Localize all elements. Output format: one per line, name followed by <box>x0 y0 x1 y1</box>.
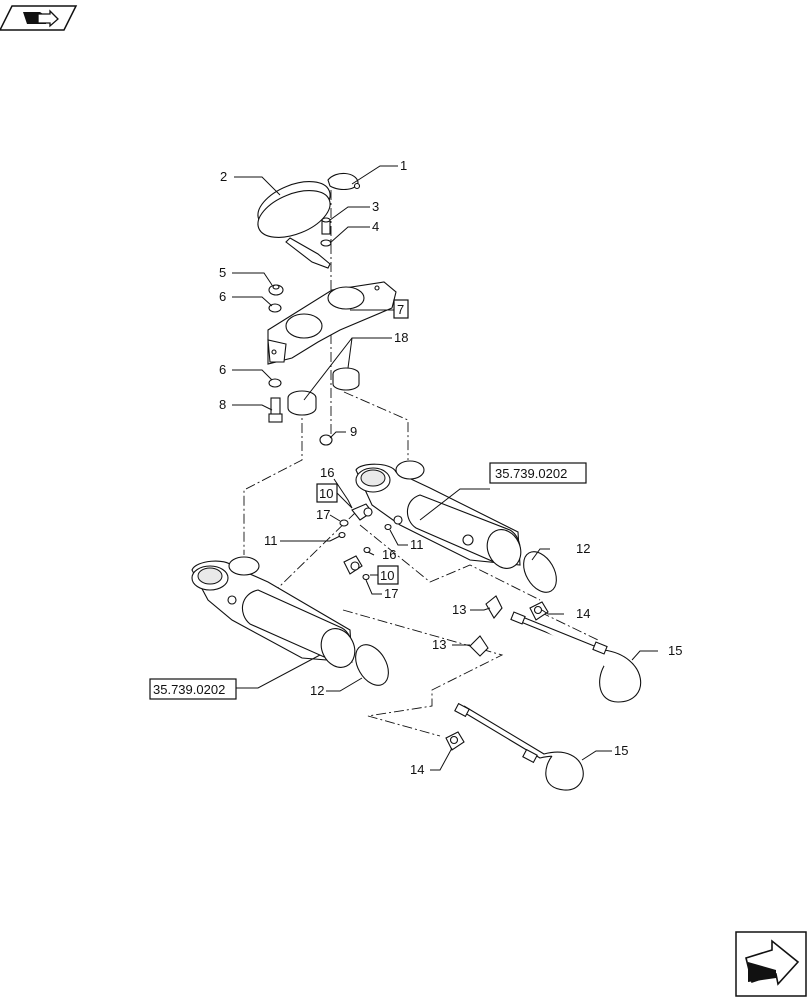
callout-13-upper: 13 <box>452 602 466 617</box>
part-4-washer <box>320 239 332 247</box>
callout-2: 2 <box>220 169 227 184</box>
callout-6-bottom: 6 <box>219 362 226 377</box>
part-18-bushing-right <box>332 367 360 391</box>
callout-8: 8 <box>219 397 226 412</box>
part-10-elbow-fitting-lower <box>343 555 363 575</box>
callout-10-box-lower[interactable]: 10 <box>377 565 399 585</box>
part-13-clip-upper <box>485 595 503 619</box>
callout-15-left: 15 <box>614 743 628 758</box>
next-page-arrow-icon[interactable] <box>735 931 807 997</box>
svg-text:7: 7 <box>397 302 404 317</box>
part-16-seal-lower <box>363 546 371 554</box>
part-12-clamp-left <box>355 644 389 686</box>
part-11-plug-left <box>338 531 346 539</box>
callout-12-right: 12 <box>576 541 590 556</box>
part-9-nut <box>319 434 333 446</box>
callout-labels: 1 2 3 4 5 6 6 8 9 18 16 17 11 11 16 17 1… <box>219 158 682 777</box>
callout-10-box-upper[interactable]: 10 <box>316 483 338 503</box>
callout-17-lower: 17 <box>384 586 398 601</box>
callout-17-upper: 17 <box>316 507 330 522</box>
reference-link-right[interactable]: 35.739.0202 <box>489 462 587 484</box>
callout-6-top: 6 <box>219 289 226 304</box>
part-12-clamp-right <box>523 551 557 593</box>
svg-text:10: 10 <box>319 486 333 501</box>
callout-15-right: 15 <box>668 643 682 658</box>
callout-14-left: 14 <box>410 762 424 777</box>
part-14-elbow-left <box>445 731 465 751</box>
part-7-bracket <box>267 281 397 365</box>
part-17-seal-lower <box>362 573 370 581</box>
part-6-washer-bottom <box>268 378 282 388</box>
callout-11-right: 11 <box>410 537 424 552</box>
callout-14-right: 14 <box>576 606 590 621</box>
callout-9: 9 <box>350 424 357 439</box>
callout-5: 5 <box>219 265 226 280</box>
part-11-plug-right <box>384 523 392 531</box>
callout-13-lower: 13 <box>432 637 446 652</box>
part-3-bolt <box>321 217 331 235</box>
callout-1: 1 <box>400 158 407 173</box>
callout-7-box[interactable]: 7 <box>393 299 409 319</box>
callout-11-left: 11 <box>264 533 278 548</box>
part-5-nut <box>268 284 284 296</box>
previous-page-arrow-icon[interactable] <box>0 5 78 31</box>
callout-4: 4 <box>372 219 379 234</box>
callout-12-left: 12 <box>310 683 324 698</box>
callout-3: 3 <box>372 199 379 214</box>
hydraulic-cylinder-right <box>355 460 522 569</box>
part-15-hose-left <box>454 702 584 791</box>
callout-16-upper: 16 <box>320 465 334 480</box>
callout-16-lower: 16 <box>382 547 396 562</box>
part-17-seal-upper <box>339 519 349 527</box>
leader-lines <box>232 165 658 771</box>
svg-text:10: 10 <box>380 568 394 583</box>
part-13-clip-lower <box>469 635 489 657</box>
part-14-elbow-right <box>529 601 549 621</box>
part-1-clip <box>327 172 361 191</box>
part-10-elbow-fitting-upper <box>351 503 373 521</box>
svg-text:35.739.0202: 35.739.0202 <box>495 466 567 481</box>
svg-text:35.739.0202: 35.739.0202 <box>153 682 225 697</box>
part-18-bushing-left <box>287 390 317 416</box>
part-8-bolt <box>268 397 283 423</box>
part-15-hose-right <box>510 611 642 703</box>
part-2-clamp-band <box>257 181 331 269</box>
hydraulic-cylinder-left <box>191 556 356 668</box>
reference-link-left[interactable]: 35.739.0202 <box>149 678 237 700</box>
callout-18: 18 <box>394 330 408 345</box>
